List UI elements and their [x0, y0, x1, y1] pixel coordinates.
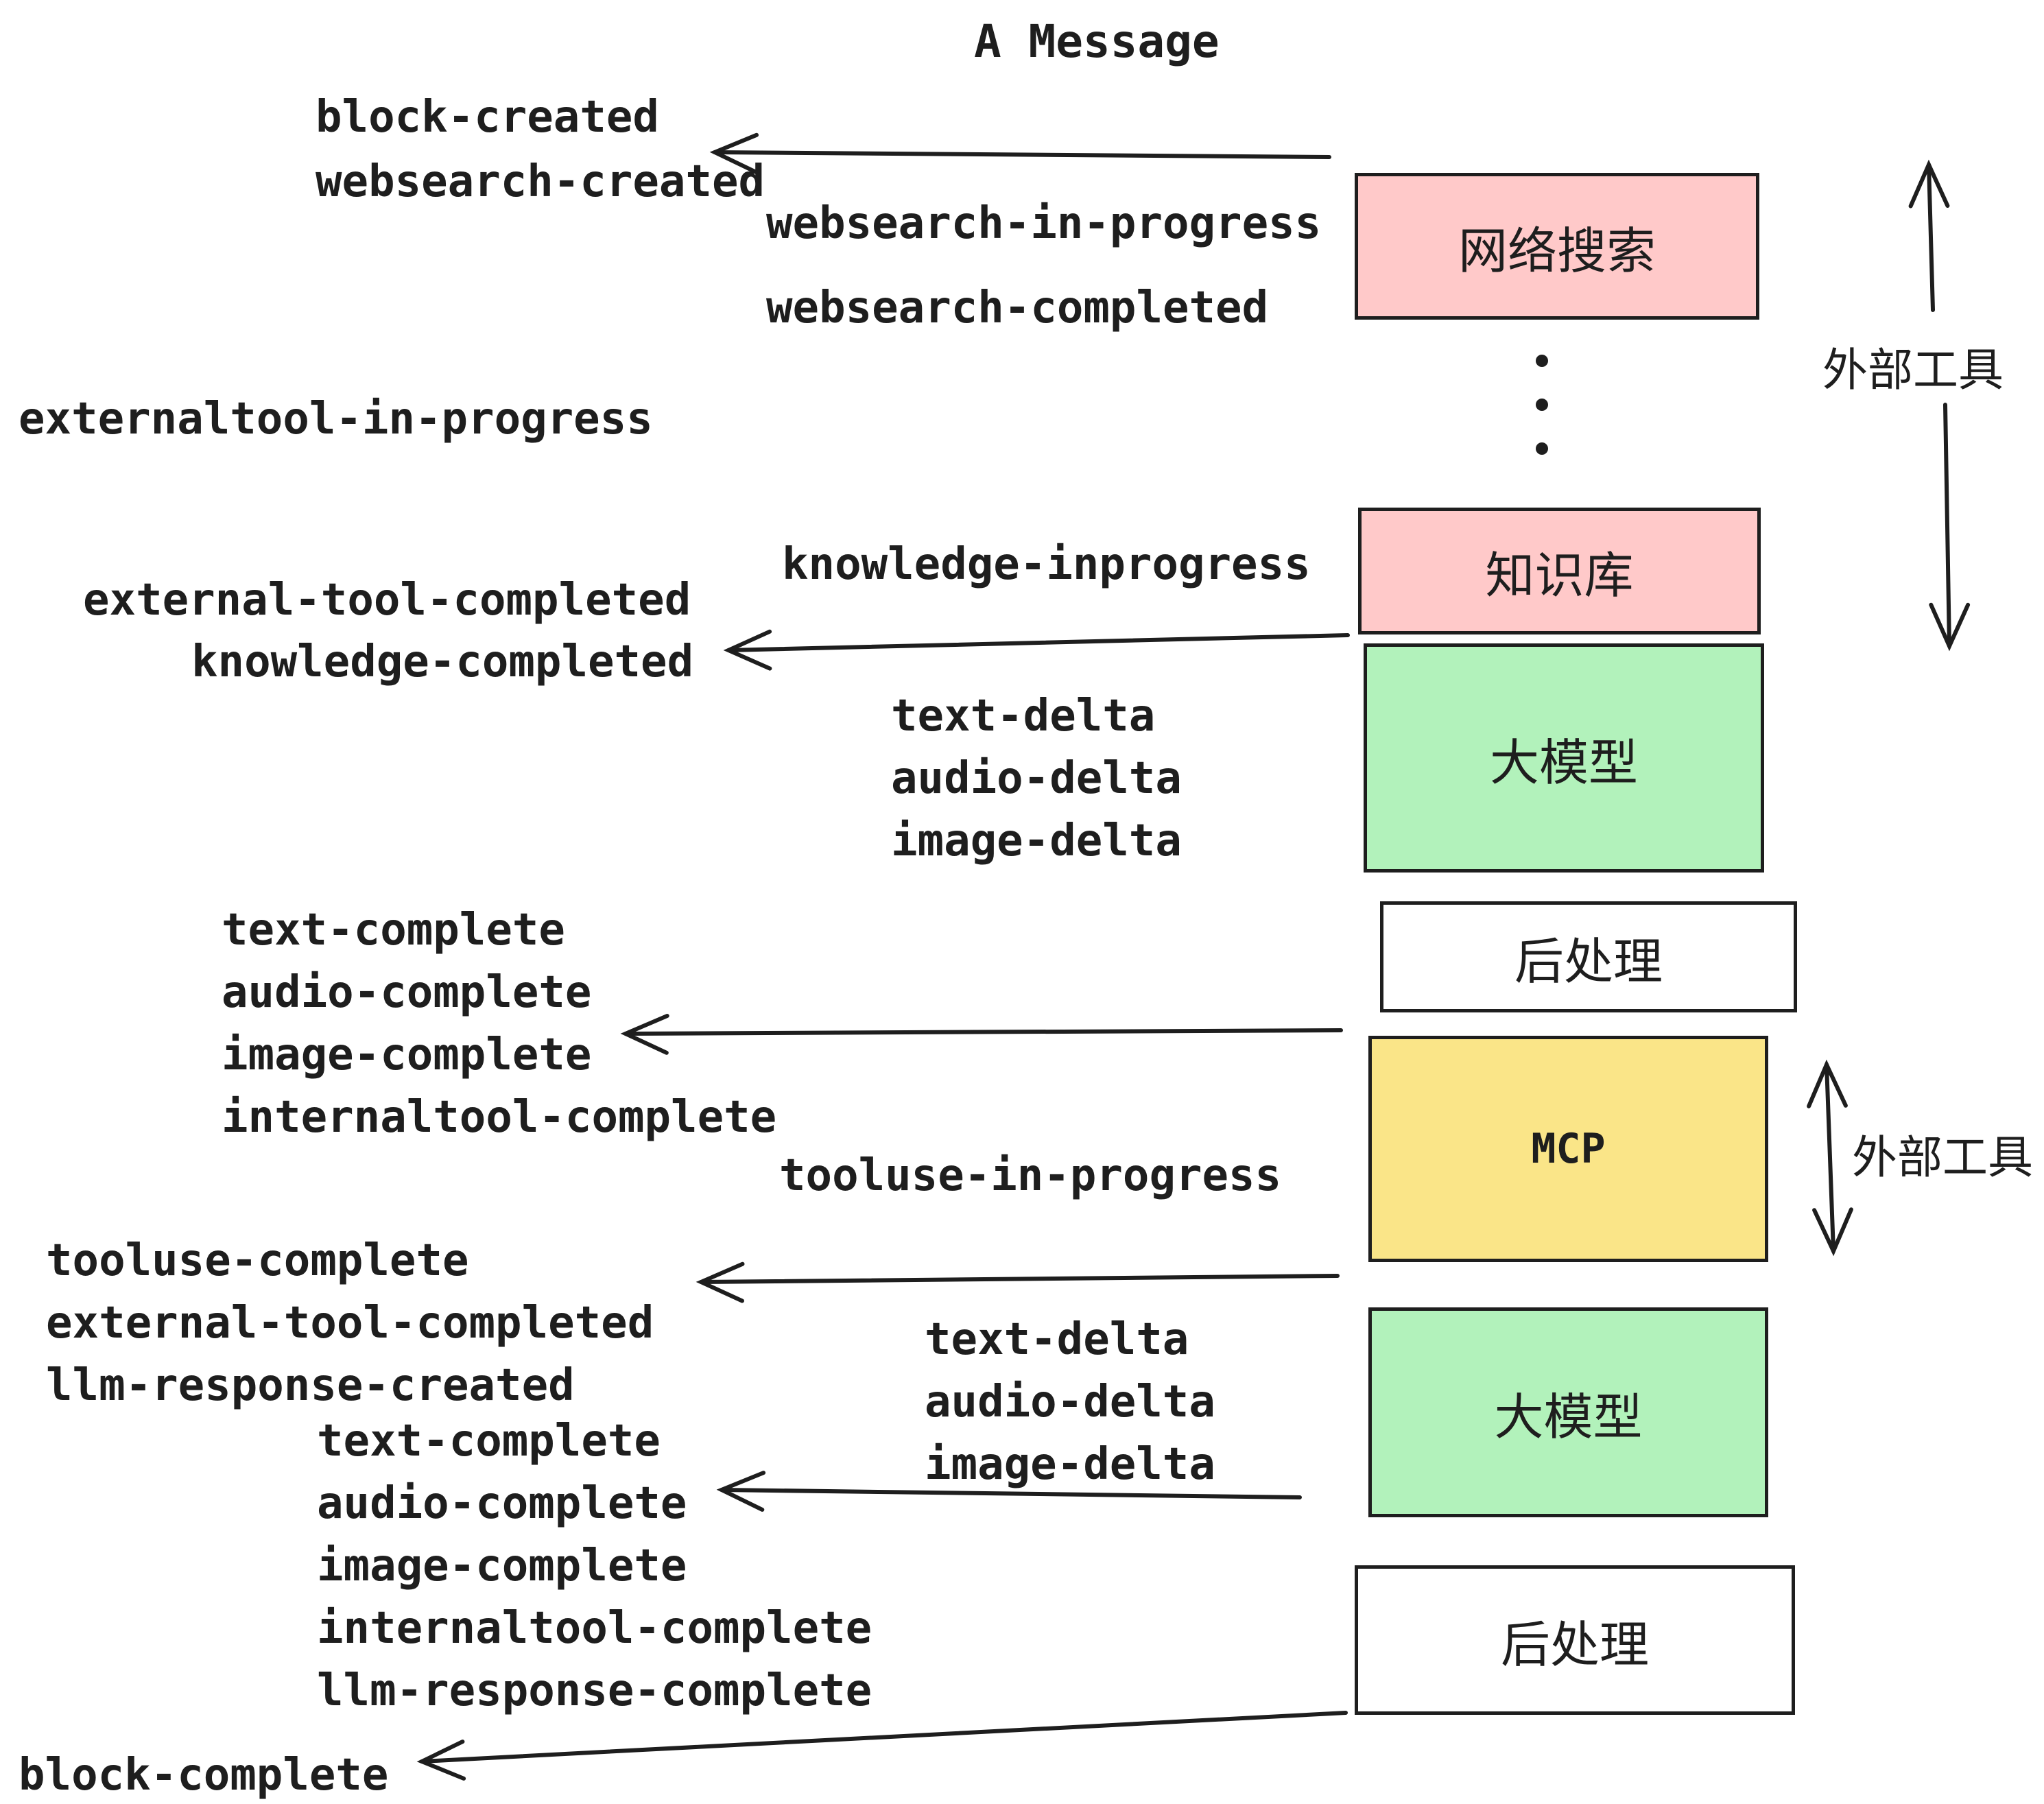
- ellipsis-dot: [1536, 399, 1548, 411]
- external-tools-arrow-down: [1929, 403, 1971, 652]
- ellipsis-dot: [1536, 442, 1548, 455]
- external-tools-arrow-up: [1908, 159, 1950, 312]
- arrow-image-complete: [620, 1014, 1343, 1055]
- event-label-complete-group-1: text-complete audio-complete image-compl…: [222, 905, 777, 1143]
- box-label-websearch: 网络搜索: [1458, 222, 1656, 280]
- event-label-tooluse-group: tooluse-complete external-tool-completed…: [46, 1235, 654, 1411]
- arrowhead: [1929, 602, 1971, 652]
- box-postprocess-1: 后处理: [1380, 901, 1797, 1012]
- arrowhead: [1812, 1207, 1853, 1257]
- box-llm-2: 大模型: [1368, 1307, 1768, 1517]
- event-label-websearch-completed: websearch-completed: [766, 283, 1269, 333]
- event-label-external-tool-completed-1: external-tool-completed: [83, 575, 691, 626]
- event-label-delta-group-2: text-delta audio-delta image-delta: [925, 1314, 1215, 1490]
- arrowhead: [696, 1261, 745, 1303]
- event-label-knowledge-completed: knowledge-completed: [191, 637, 694, 687]
- box-label-mcp: MCP: [1531, 1125, 1606, 1173]
- arrowhead: [416, 1740, 466, 1781]
- box-label-llm-1: 大模型: [1489, 733, 1638, 792]
- box-label-llm-2: 大模型: [1494, 1388, 1643, 1446]
- external-tools-arrow-mcp: [1807, 1059, 1853, 1257]
- external-tools-label-2: 外部工具: [1852, 1131, 2033, 1184]
- external-tools-label-1: 外部工具: [1822, 344, 2004, 396]
- arrowhead: [1908, 159, 1950, 209]
- box-label-postprocess-1: 后处理: [1514, 932, 1663, 990]
- arrow-knowledge-completed: [723, 629, 1350, 671]
- box-llm-1: 大模型: [1364, 643, 1764, 873]
- event-label-block-created: block-created: [316, 92, 659, 143]
- arrow-block-complete: [416, 1711, 1348, 1781]
- arrowhead: [1807, 1059, 1848, 1108]
- arrowhead: [723, 629, 772, 671]
- event-label-block-complete: block-complete: [19, 1750, 389, 1801]
- box-mcp: MCP: [1368, 1036, 1768, 1262]
- diagram-title: A Message: [974, 15, 1220, 68]
- event-label-knowledge-inprogress: knowledge-inprogress: [782, 539, 1311, 590]
- event-label-websearch-created: websearch-created: [316, 156, 765, 207]
- box-label-postprocess-2: 后处理: [1500, 1615, 1649, 1674]
- arrow-block-created: [709, 132, 1331, 174]
- arrow-tooluse-complete: [696, 1261, 1340, 1303]
- event-label-websearch-in-progress: websearch-in-progress: [766, 198, 1322, 249]
- arrowhead: [709, 132, 759, 174]
- arrowhead: [620, 1014, 669, 1055]
- box-knowledge: 知识库: [1358, 508, 1761, 634]
- box-websearch: 网络搜索: [1355, 173, 1759, 320]
- event-label-complete-group-2: text-complete audio-complete image-compl…: [317, 1416, 872, 1716]
- arrowhead: [716, 1471, 766, 1512]
- event-label-externaltool-in-progress: externaltool-in-progress: [19, 394, 653, 444]
- event-label-delta-group-1: text-delta audio-delta image-delta: [891, 691, 1182, 866]
- event-label-tooluse-in-progress: tooluse-in-progress: [779, 1150, 1282, 1201]
- box-postprocess-2: 后处理: [1355, 1565, 1795, 1715]
- arrow-audio-complete: [716, 1471, 1302, 1512]
- ellipsis-dot: [1536, 355, 1548, 367]
- box-label-knowledge: 知识库: [1485, 547, 1634, 604]
